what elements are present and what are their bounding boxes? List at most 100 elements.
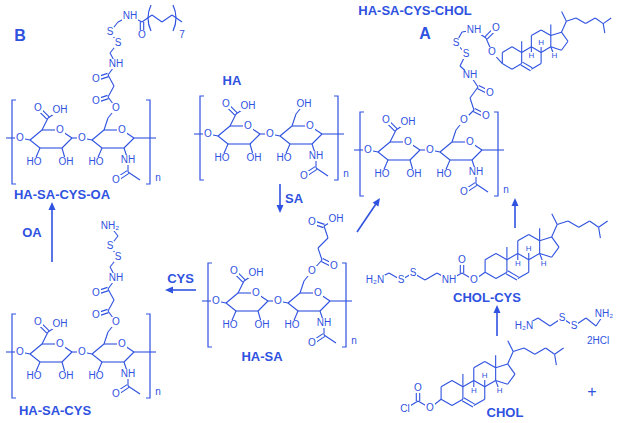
compound-name: HA-SA-CYS <box>19 404 91 417</box>
atom-label: S <box>114 38 123 48</box>
bond <box>512 64 522 70</box>
bond <box>128 386 140 394</box>
bond <box>595 18 603 24</box>
bond <box>484 387 485 400</box>
atom-label: O <box>243 121 253 131</box>
atom-label: NH <box>316 318 332 328</box>
atom-label: O <box>117 125 127 135</box>
atom-label: S <box>114 252 123 262</box>
atom-label: 7 <box>178 30 186 40</box>
atom-label: O <box>229 266 239 276</box>
atom-label: O <box>33 317 43 327</box>
bond <box>318 248 322 260</box>
atom-label: OH <box>52 105 69 115</box>
bond <box>517 241 518 254</box>
bond <box>485 272 496 278</box>
double-bond <box>521 65 531 71</box>
compound-group: HA-SA <box>196 213 357 364</box>
bond <box>462 387 463 400</box>
reagent-label: OA <box>21 226 43 239</box>
bond <box>40 361 62 362</box>
bond <box>102 147 124 148</box>
reagent-label: SA <box>284 192 304 205</box>
atom-label: H <box>525 245 533 253</box>
bond <box>92 344 104 354</box>
bond <box>476 184 488 192</box>
bond <box>579 221 590 227</box>
atom-label: O <box>15 347 25 357</box>
atom-label: O <box>91 310 101 320</box>
bond <box>550 36 551 47</box>
atom-label: H₂N <box>514 321 534 331</box>
atom-label: S <box>106 241 115 251</box>
bond <box>425 273 437 280</box>
bond <box>561 41 568 50</box>
atom-label: O <box>313 288 323 298</box>
bond <box>388 159 410 160</box>
bond <box>330 300 352 301</box>
bond <box>134 137 156 138</box>
atom-label: S <box>452 38 461 48</box>
atom-label: S <box>558 313 567 323</box>
atom-label: OH <box>240 101 257 111</box>
atom-label: O <box>91 96 101 106</box>
bond <box>539 241 540 254</box>
bond <box>562 12 567 22</box>
bond <box>541 30 551 36</box>
bond <box>452 130 456 142</box>
bond <box>228 143 250 144</box>
bond <box>529 235 540 241</box>
bond <box>603 24 605 34</box>
atom-label: O <box>55 125 65 135</box>
bond <box>502 47 512 53</box>
bond <box>142 15 152 22</box>
bond <box>535 348 546 354</box>
bond <box>508 374 515 384</box>
atom-label: S <box>397 275 406 285</box>
compound-name: HA <box>223 74 242 87</box>
atom-label: O <box>459 115 469 125</box>
bond <box>541 47 551 53</box>
bond <box>539 228 540 241</box>
arrow-head <box>494 305 501 313</box>
bond <box>320 301 330 311</box>
bond <box>463 380 474 386</box>
bond <box>586 18 596 24</box>
bond <box>324 335 336 343</box>
atom-label: O <box>299 171 309 181</box>
atom-label: OH <box>400 117 417 127</box>
bond <box>472 150 482 160</box>
bond <box>226 293 238 303</box>
atom-label: OH <box>296 99 313 109</box>
bond <box>507 253 518 259</box>
arrow-head <box>373 198 380 207</box>
atom-label: NH <box>108 273 124 283</box>
atom-label: HO <box>26 157 43 167</box>
atom-label: O <box>481 111 491 121</box>
bond <box>108 289 114 300</box>
atom-label: O <box>413 383 423 393</box>
bond <box>512 47 522 53</box>
atom-label: + <box>586 384 597 400</box>
bond <box>495 355 496 368</box>
bond <box>506 247 507 260</box>
reaction-arrow <box>494 305 501 336</box>
atom-label: NH <box>441 275 457 285</box>
bond <box>541 52 542 63</box>
bond <box>298 310 320 311</box>
reaction-arrow <box>49 202 56 262</box>
atom-label: O <box>211 296 221 306</box>
bond <box>218 126 230 136</box>
reagent-label: CYS <box>166 272 195 285</box>
bond <box>521 41 522 52</box>
bond <box>108 86 114 97</box>
bond <box>599 221 608 227</box>
atom-label: H <box>481 372 489 380</box>
atom-label: 2HCl <box>586 336 610 346</box>
bond <box>586 318 596 326</box>
bond <box>599 227 601 238</box>
atom-label: NH <box>308 151 324 161</box>
bond <box>42 332 48 344</box>
double-bond <box>462 401 473 407</box>
